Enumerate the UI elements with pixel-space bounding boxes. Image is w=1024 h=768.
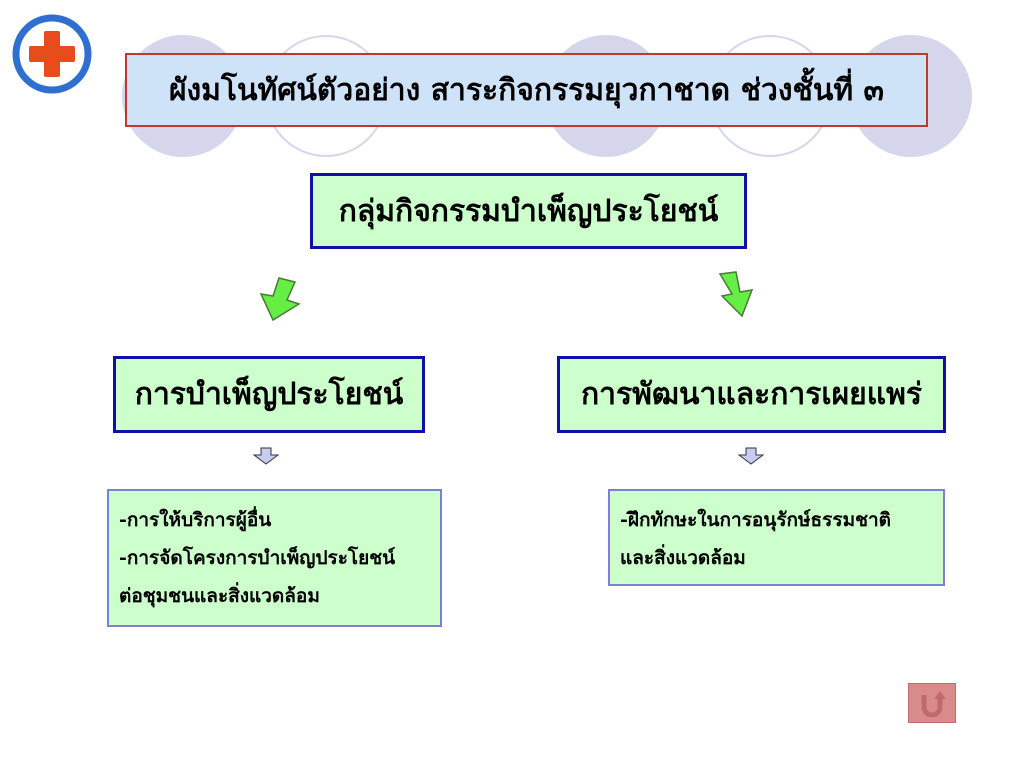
detail-box-service: -การให้บริการผู้อื่น -การจัดโครงการบำเพ็… [107,489,442,627]
detail-line: และสิ่งแวดล้อม [620,547,746,569]
arrow-down-left-icon [255,276,305,322]
branch-box-development: การพัฒนาและการเผยแพร่ [557,356,946,433]
detail-line: -การจัดโครงการบำเพ็ญประโยชน์ [119,547,396,569]
small-arrow-down-icon [252,447,280,465]
main-group-box: กลุ่มกิจกรรมบำเพ็ญประโยชน์ [310,173,747,249]
detail-line: ต่อชุมชนและสิ่งแวดล้อม [119,585,320,607]
small-arrow-down-icon [737,447,765,465]
detail-line: -การให้บริการผู้อื่น [119,509,272,531]
arrow-down-right-icon [716,270,760,318]
return-arrow-icon [921,691,946,717]
branch-box-service: การบำเพ็ญประโยชน์ [113,356,425,433]
page-title: ผังมโนทัศน์ตัวอย่าง สาระกิจกรรมยุวกาชาด … [125,53,928,127]
detail-box-development: -ฝึกทักษะในการอนุรักษ์ธรรมชาติ และสิ่งแว… [608,489,945,586]
red-cross-icon [12,14,92,94]
detail-line: -ฝึกทักษะในการอนุรักษ์ธรรมชาติ [620,509,891,531]
return-button[interactable] [908,683,956,723]
